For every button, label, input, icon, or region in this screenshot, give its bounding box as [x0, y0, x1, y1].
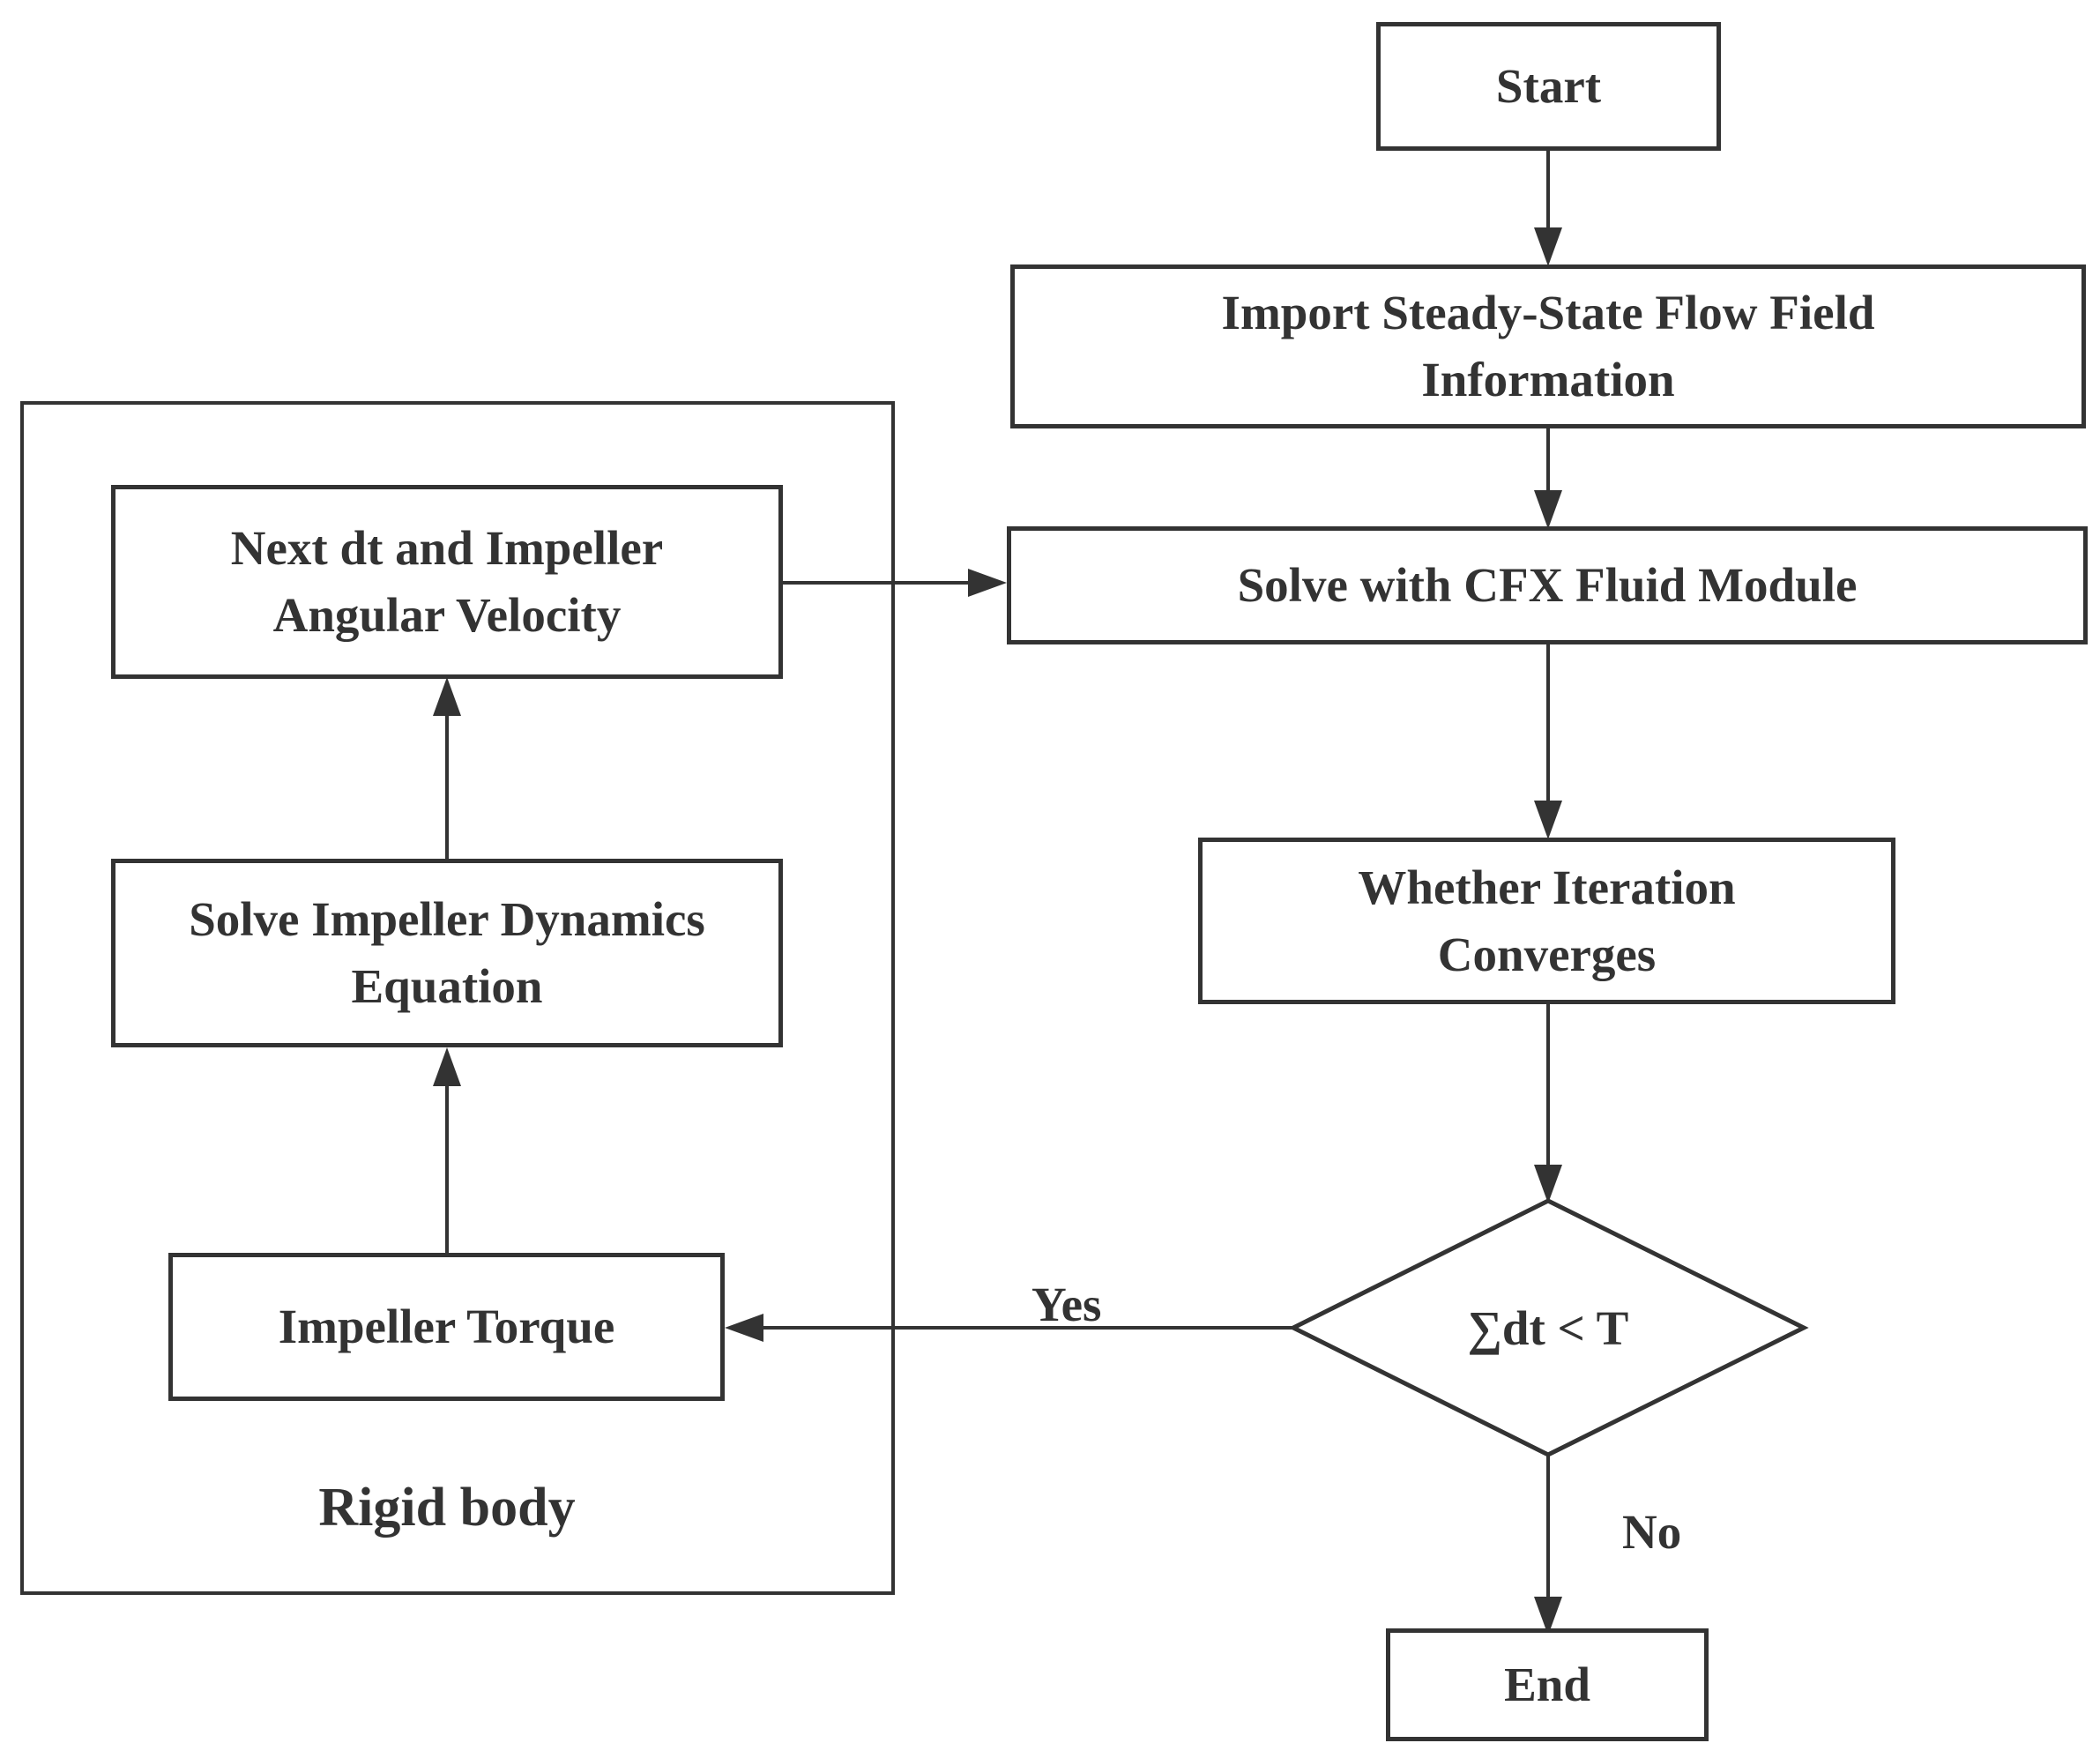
solve-cfx-node: Solve with CFX Fluid Module [1007, 526, 2088, 644]
arrowhead-dynamics [433, 1047, 461, 1086]
dynamics-label: Solve Impeller Dynamics Equation [189, 892, 705, 1013]
converge-node: Whether Iteration Converges [1198, 838, 1895, 1004]
dynamics-node: Solve Impeller Dynamics Equation [111, 859, 783, 1047]
solve-cfx-label: Solve with CFX Fluid Module [1237, 558, 1858, 612]
end-node: End [1386, 1628, 1709, 1741]
arrowhead-converge [1534, 801, 1562, 839]
yes-label: Yes [1031, 1278, 1102, 1331]
torque-node: Impeller Torque [168, 1253, 725, 1401]
converge-label: Whether Iteration Converges [1358, 860, 1736, 981]
arrowhead-torque [725, 1314, 763, 1342]
start-node: Start [1376, 22, 1721, 151]
next-dt-label: Next dt and Impeller Angular Velocity [230, 521, 664, 642]
arrowhead-solve [1534, 490, 1562, 529]
rigid-body-label: Rigid body [318, 1478, 576, 1538]
arrowhead-solve-cfx [968, 569, 1007, 597]
arrowhead-condition [1534, 1165, 1562, 1203]
import-node: Import Steady-State Flow Field Informati… [1010, 264, 2086, 428]
start-label: Start [1495, 59, 1602, 113]
next-dt-node: Next dt and Impeller Angular Velocity [111, 485, 783, 679]
import-label: Import Steady-State Flow Field Informati… [1221, 286, 1875, 406]
no-label: No [1622, 1505, 1682, 1559]
torque-label: Impeller Torque [278, 1300, 615, 1353]
arrowhead-end [1534, 1597, 1562, 1635]
rigid-body-group [20, 401, 895, 1595]
arrowhead-import [1534, 227, 1562, 266]
end-label: End [1504, 1657, 1590, 1711]
condition-diamond [1288, 1198, 1809, 1457]
condition-label: ∑dt < T [1467, 1300, 1629, 1355]
arrowhead-next [433, 677, 461, 716]
